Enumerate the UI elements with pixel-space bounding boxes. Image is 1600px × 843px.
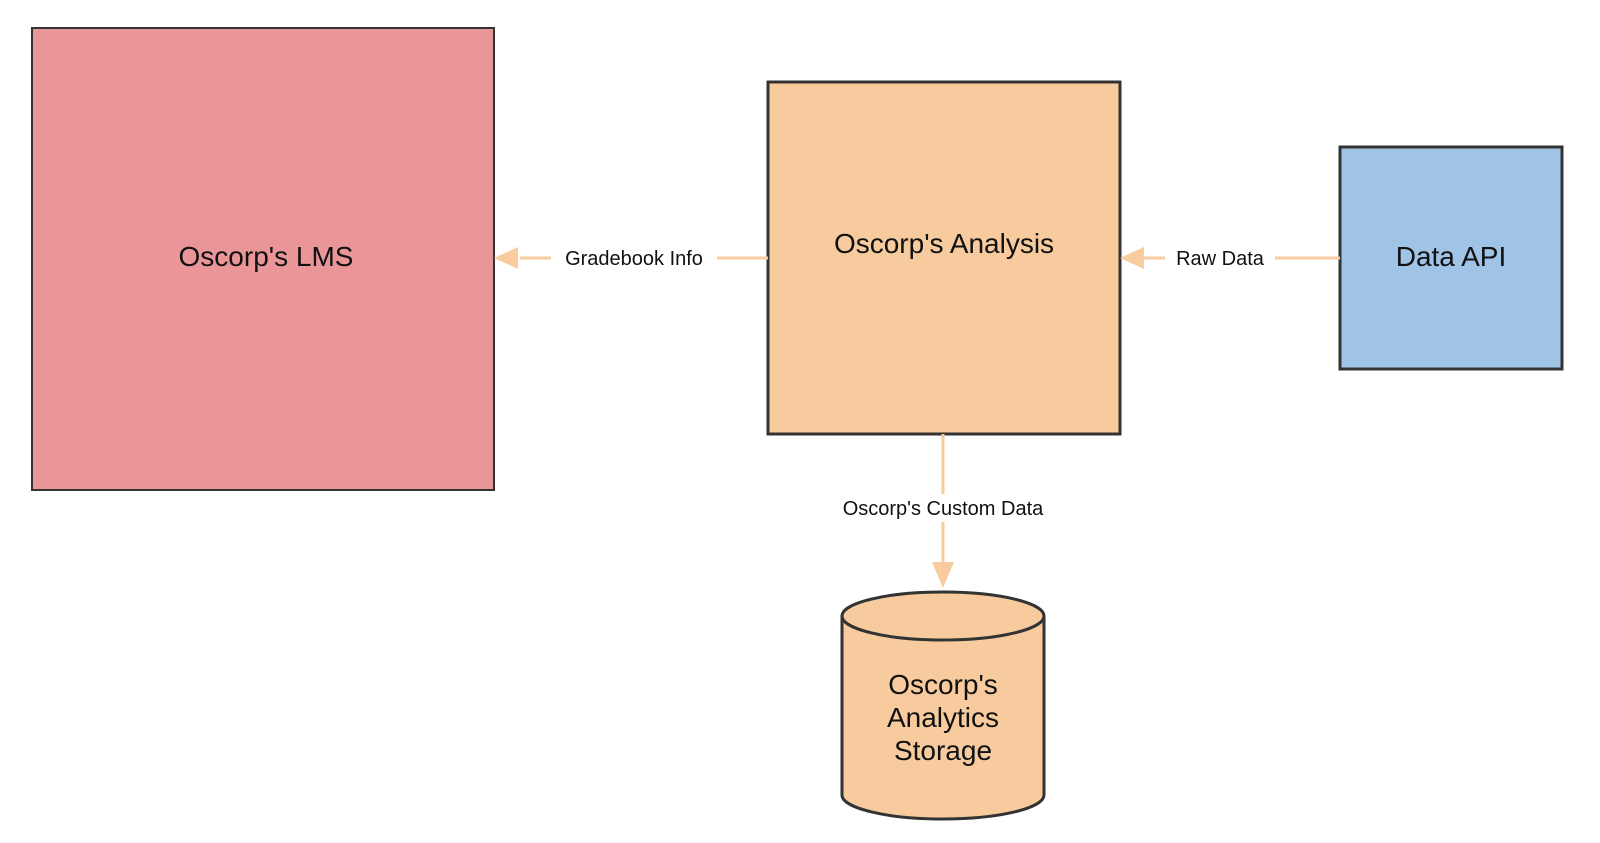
edge-gradebook-info-label: Gradebook Info bbox=[565, 248, 703, 270]
node-analytics-storage[interactable]: Oscorp's Analytics Storage bbox=[840, 590, 1046, 821]
node-lms-label: Oscorp's LMS bbox=[179, 241, 354, 272]
storage-cylinder-top bbox=[840, 590, 1046, 642]
storage-label-line-1: Oscorp's bbox=[888, 669, 998, 700]
edge-gradebook-info-label-bg bbox=[551, 244, 717, 272]
edge-gradebook-info-arrowhead bbox=[494, 247, 518, 269]
edge-custom-data-label: Oscorp's Custom Data bbox=[843, 498, 1044, 520]
node-analysis[interactable]: Oscorp's Analysis bbox=[766, 80, 1122, 436]
storage-label-line-3: Storage bbox=[894, 735, 992, 766]
node-data-api-label: Data API bbox=[1396, 241, 1507, 272]
storage-label-line-2: Analytics bbox=[887, 702, 999, 733]
node-lms[interactable]: Oscorp's LMS bbox=[31, 27, 495, 491]
edge-custom-data-label-bg bbox=[828, 494, 1058, 522]
node-analysis-label: Oscorp's Analysis bbox=[834, 228, 1054, 259]
edge-raw-data-label-bg bbox=[1165, 244, 1275, 272]
edge-custom-data-arrowhead bbox=[932, 562, 954, 588]
edge-raw-data-label: Raw Data bbox=[1176, 248, 1265, 270]
node-lms-box bbox=[31, 27, 495, 491]
node-data-api[interactable]: Data API bbox=[1338, 145, 1564, 371]
storage-cylinder-body bbox=[840, 616, 1046, 821]
edge-raw-data[interactable]: Raw Data bbox=[1120, 244, 1340, 272]
node-data-api-box bbox=[1338, 145, 1564, 371]
edge-custom-data[interactable]: Oscorp's Custom Data bbox=[828, 434, 1058, 588]
edge-raw-data-arrowhead bbox=[1120, 247, 1144, 269]
edge-gradebook-info[interactable]: Gradebook Info bbox=[494, 244, 768, 272]
node-analysis-box bbox=[766, 80, 1122, 436]
